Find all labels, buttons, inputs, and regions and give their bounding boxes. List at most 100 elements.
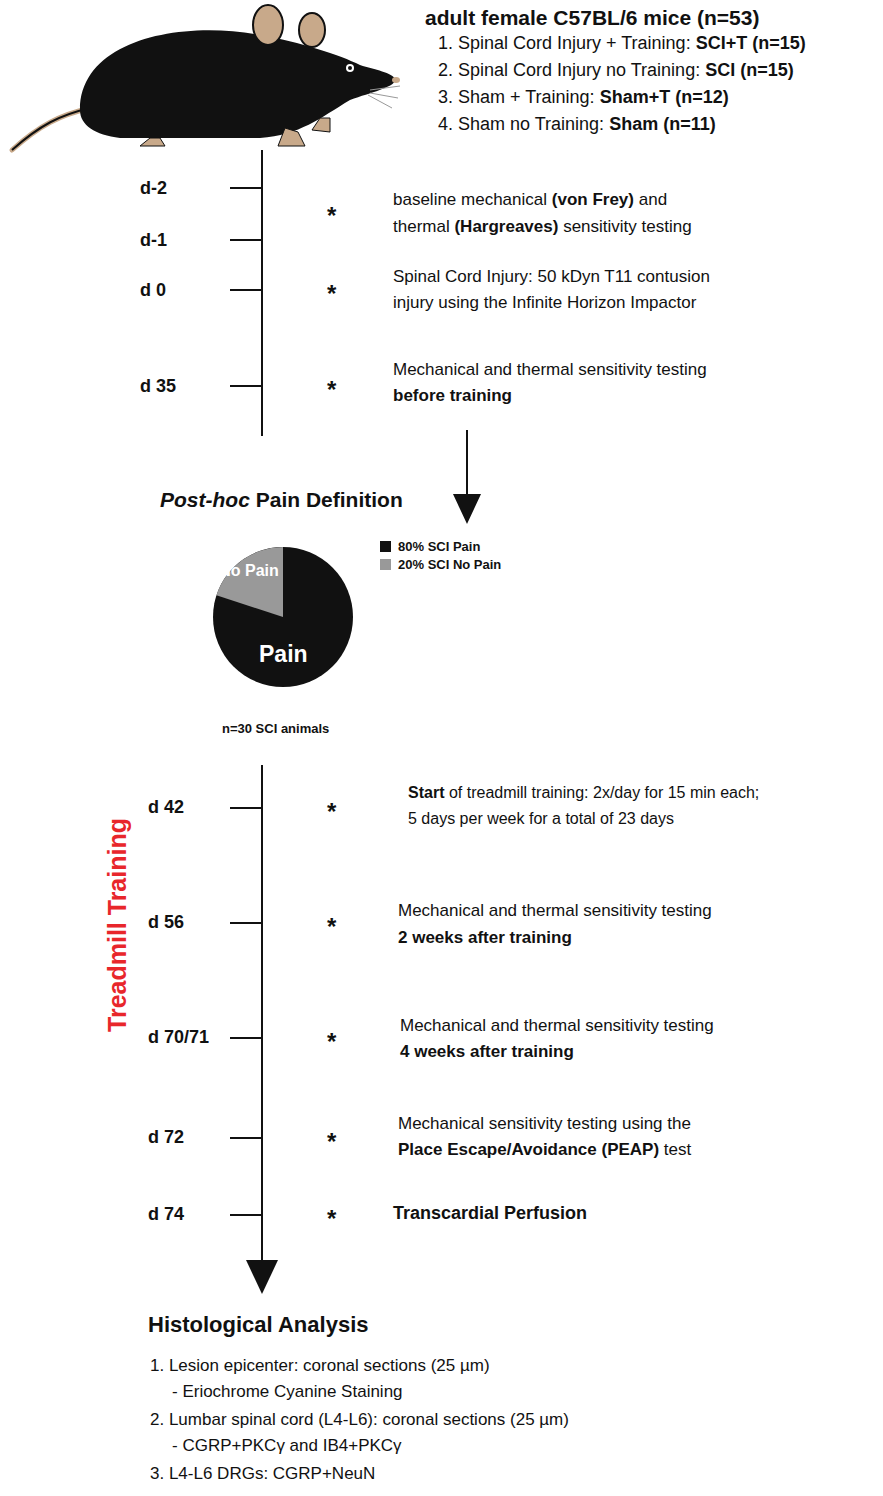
step-text: thermal(Hargreaves)sensitivity testing [393,217,692,237]
step-text: Transcardial Perfusion [393,1203,587,1224]
step-text: baseline mechanical (von Frey) and [393,190,667,210]
day-label: d 0 [140,280,166,301]
step-text: 4 weeks after training [400,1042,574,1062]
day-label-text: d 72 [148,1127,184,1147]
legend-swatch [380,541,391,552]
asterisk-text: * [327,376,336,403]
group-line: 3. Sham + Training:Sham+T (n=12) [438,87,729,108]
step-text-text: (Hargreaves) [454,217,558,236]
step-text: Spinal Cord Injury: 50 kDyn T11 contusio… [393,267,710,287]
day-label: d-2 [140,178,167,199]
section-heading: Histological Analysis [148,1312,368,1337]
group-line-text: 2. Spinal Cord Injury no Training: [438,60,700,80]
day-label: d-1 [140,230,167,251]
day-label-text: d-1 [140,230,167,250]
group-line-text: 3. Sham + Training: [438,87,595,107]
pie-chart: No PainPain [213,547,353,687]
day-label: d 42 [148,797,184,818]
step-text: Mechanical and thermal sensitivity testi… [400,1016,714,1036]
step-text-text: and [639,190,667,209]
step-text-text: Mechanical and thermal sensitivity testi… [400,1016,714,1035]
list-item-text: 2. Lumbar spinal cord (L4-L6): coronal s… [150,1410,569,1429]
list-item: - CGRP+PKCγ and IB4+PKCγ [172,1436,402,1456]
asterisk: * [327,1128,336,1156]
day-label-text: d 0 [140,280,166,300]
legend-swatch [380,559,391,570]
group-line: 4. Sham no Training:Sham (n=11) [438,114,716,135]
pie-slice-label: No Pain [219,563,279,580]
asterisk-text: * [327,1205,336,1232]
day-label: d 70/71 [148,1027,209,1048]
day-label-text: d 35 [140,376,176,396]
asterisk-text: * [327,798,336,825]
step-text-text: Start [408,784,444,801]
asterisk-text: * [327,280,336,307]
asterisk: * [327,1205,336,1233]
asterisk: * [327,1028,336,1056]
step-text-text: of treadmill training: 2x/day for 15 min… [449,784,759,801]
step-text-text: test [664,1140,691,1159]
day-label-text: d-2 [140,178,167,198]
step-text: 2 weeks after training [398,928,572,948]
day-label: d 35 [140,376,176,397]
legend-text: 20% SCI No Pain [398,557,501,572]
section-heading-text: Post-hoc [160,488,250,511]
asterisk: * [327,798,336,826]
step-text: Mechanical sensitivity testing using the [398,1114,691,1134]
step-text: Start of treadmill training: 2x/day for 1… [408,784,759,802]
step-text-text: baseline mechanical [393,190,547,209]
day-label-text: d 74 [148,1204,184,1224]
day-label-text: d 42 [148,797,184,817]
day-label-text: d 56 [148,912,184,932]
list-item-text: 1. Lesion epicenter: coronal sections (2… [150,1356,490,1375]
section-heading: Post-hoc Pain Definition [160,488,403,512]
day-label: d 74 [148,1204,184,1225]
step-text-text: Place Escape/Avoidance (PEAP) [398,1140,659,1159]
group-line: 2. Spinal Cord Injury no Training:SCI (n… [438,60,794,81]
step-text-text: 4 weeks after training [400,1042,574,1061]
step-text-text: Mechanical and thermal sensitivity testi… [398,901,712,920]
group-line-text: SCI+T (n=15) [696,33,806,53]
list-item: 3. L4-L6 DRGs: CGRP+NeuN [150,1464,375,1484]
step-text: before training [393,386,512,406]
step-text: injury using the Infinite Horizon Impact… [393,293,696,313]
pie-caption-text: n=30 SCI animals [222,721,329,736]
phase-label-text: Treadmill Training [103,818,131,1032]
step-text-text: (von Frey) [552,190,634,209]
group-line-text: Sham (n=11) [609,114,716,134]
pie-slice-label: Pain [259,642,308,666]
list-item-text: - Eriochrome Cyanine Staining [172,1382,403,1401]
step-text: Mechanical and thermal sensitivity testi… [398,901,712,921]
legend-text: 80% SCI Pain [398,539,480,554]
group-line-text: Sham+T (n=12) [600,87,729,107]
list-item: 1. Lesion epicenter: coronal sections (2… [150,1356,490,1376]
asterisk-text: * [327,913,336,940]
mouse-illustration [12,5,400,150]
title-text: adult female C57BL/6 mice (n=53) [425,6,759,29]
asterisk: * [327,913,336,941]
group-line-text: 1. Spinal Cord Injury + Training: [438,33,691,53]
step-text-text: Transcardial Perfusion [393,1203,587,1223]
step-text-text: thermal [393,217,450,236]
group-line-text: 4. Sham no Training: [438,114,604,134]
title: adult female C57BL/6 mice (n=53) [425,6,759,30]
asterisk: * [327,280,336,308]
step-text-text: Mechanical sensitivity testing using the [398,1114,691,1133]
step-text-text: before training [393,386,512,405]
section-heading-text: Pain Definition [256,488,403,511]
day-label: d 56 [148,912,184,933]
step-text-text: injury using the Infinite Horizon Impact… [393,293,696,312]
step-text-text: 5 days per week for a total of 23 days [408,810,674,827]
asterisk-text: * [327,1128,336,1155]
day-label: d 72 [148,1127,184,1148]
step-text: Mechanical and thermal sensitivity testi… [393,360,707,380]
step-text-text: 2 weeks after training [398,928,572,947]
step-text-text: Spinal Cord Injury: 50 kDyn T11 contusio… [393,267,710,286]
group-line-text: SCI (n=15) [705,60,794,80]
phase-label: Treadmill Training [103,818,132,1032]
pie-caption: n=30 SCI animals [222,722,329,737]
list-item: 2. Lumbar spinal cord (L4-L6): coronal s… [150,1410,569,1430]
list-item-text: 3. L4-L6 DRGs: CGRP+NeuN [150,1464,375,1483]
asterisk-text: * [327,1028,336,1055]
step-text: 5 days per week for a total of 23 days [408,810,674,828]
